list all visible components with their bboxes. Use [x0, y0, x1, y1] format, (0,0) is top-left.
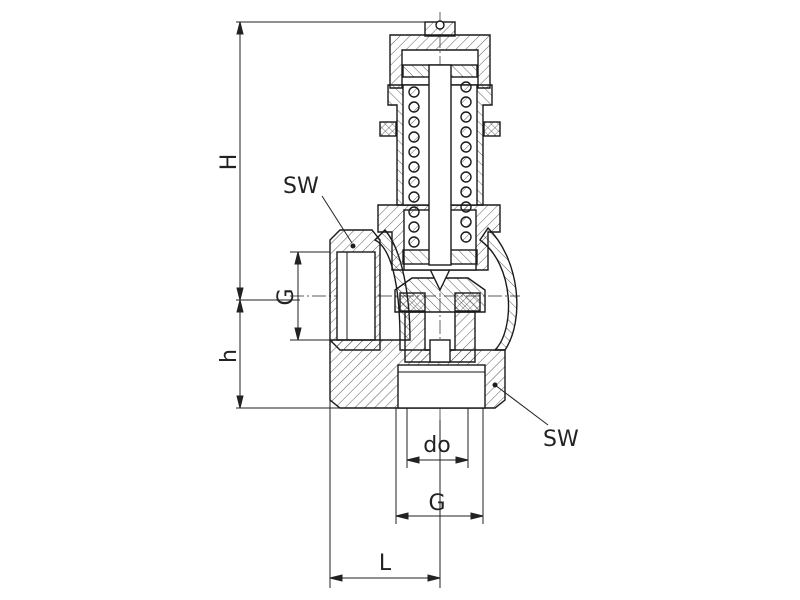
spring-coils	[408, 81, 472, 248]
label-h: h	[217, 349, 242, 363]
label-SW-top: SW	[283, 174, 319, 199]
label-H: H	[217, 154, 242, 171]
valve-body	[329, 20, 518, 409]
label-G-bottom: G	[428, 491, 445, 516]
label-do: do	[423, 433, 450, 458]
label-L: L	[379, 551, 392, 576]
label-SW-bottom: SW	[543, 427, 579, 452]
dimension-labels: H h G SW SW do G L	[217, 154, 579, 576]
label-G-side: G	[274, 288, 299, 305]
